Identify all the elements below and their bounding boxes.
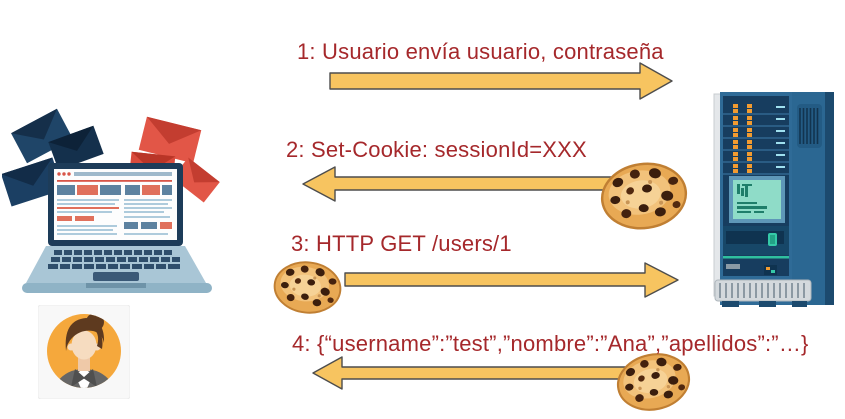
server-vents (797, 104, 822, 148)
arrow-right-msg3 (344, 262, 679, 298)
message-label-4: 4: {“username”:”test”,”nombre”:”Ana”,”ap… (292, 331, 809, 356)
arrow-left-msg4 (312, 356, 646, 390)
laptop-screen (48, 163, 183, 246)
email-envelope-icon (2, 157, 63, 207)
cookie-icon (616, 352, 691, 412)
server-rack-leds (723, 104, 789, 175)
server-monitor (729, 176, 785, 223)
laptop-keyboard (22, 246, 212, 293)
message-label-1: 1: Usuario envía usuario, contraseña (297, 39, 664, 64)
arrow-left-msg2 (302, 166, 646, 202)
cookie-icon (273, 260, 342, 315)
client-laptop-icon (2, 108, 220, 293)
cookie-icon (600, 161, 688, 231)
email-envelope-icon (11, 108, 73, 164)
server-tower-icon (713, 92, 834, 307)
businesswoman-figure (50, 314, 118, 388)
email-envelope-icon (138, 116, 202, 164)
arrow-right-msg1 (329, 62, 673, 100)
server-base (714, 279, 812, 307)
message-label-3: 3: HTTP GET /users/1 (291, 231, 512, 256)
email-envelope-icon (48, 125, 104, 171)
message-label-2: 2: Set-Cookie: sessionId=XXX (286, 137, 587, 162)
user-avatar (38, 305, 130, 399)
email-envelope-icon (172, 157, 220, 203)
server-lower-panel (723, 226, 789, 275)
